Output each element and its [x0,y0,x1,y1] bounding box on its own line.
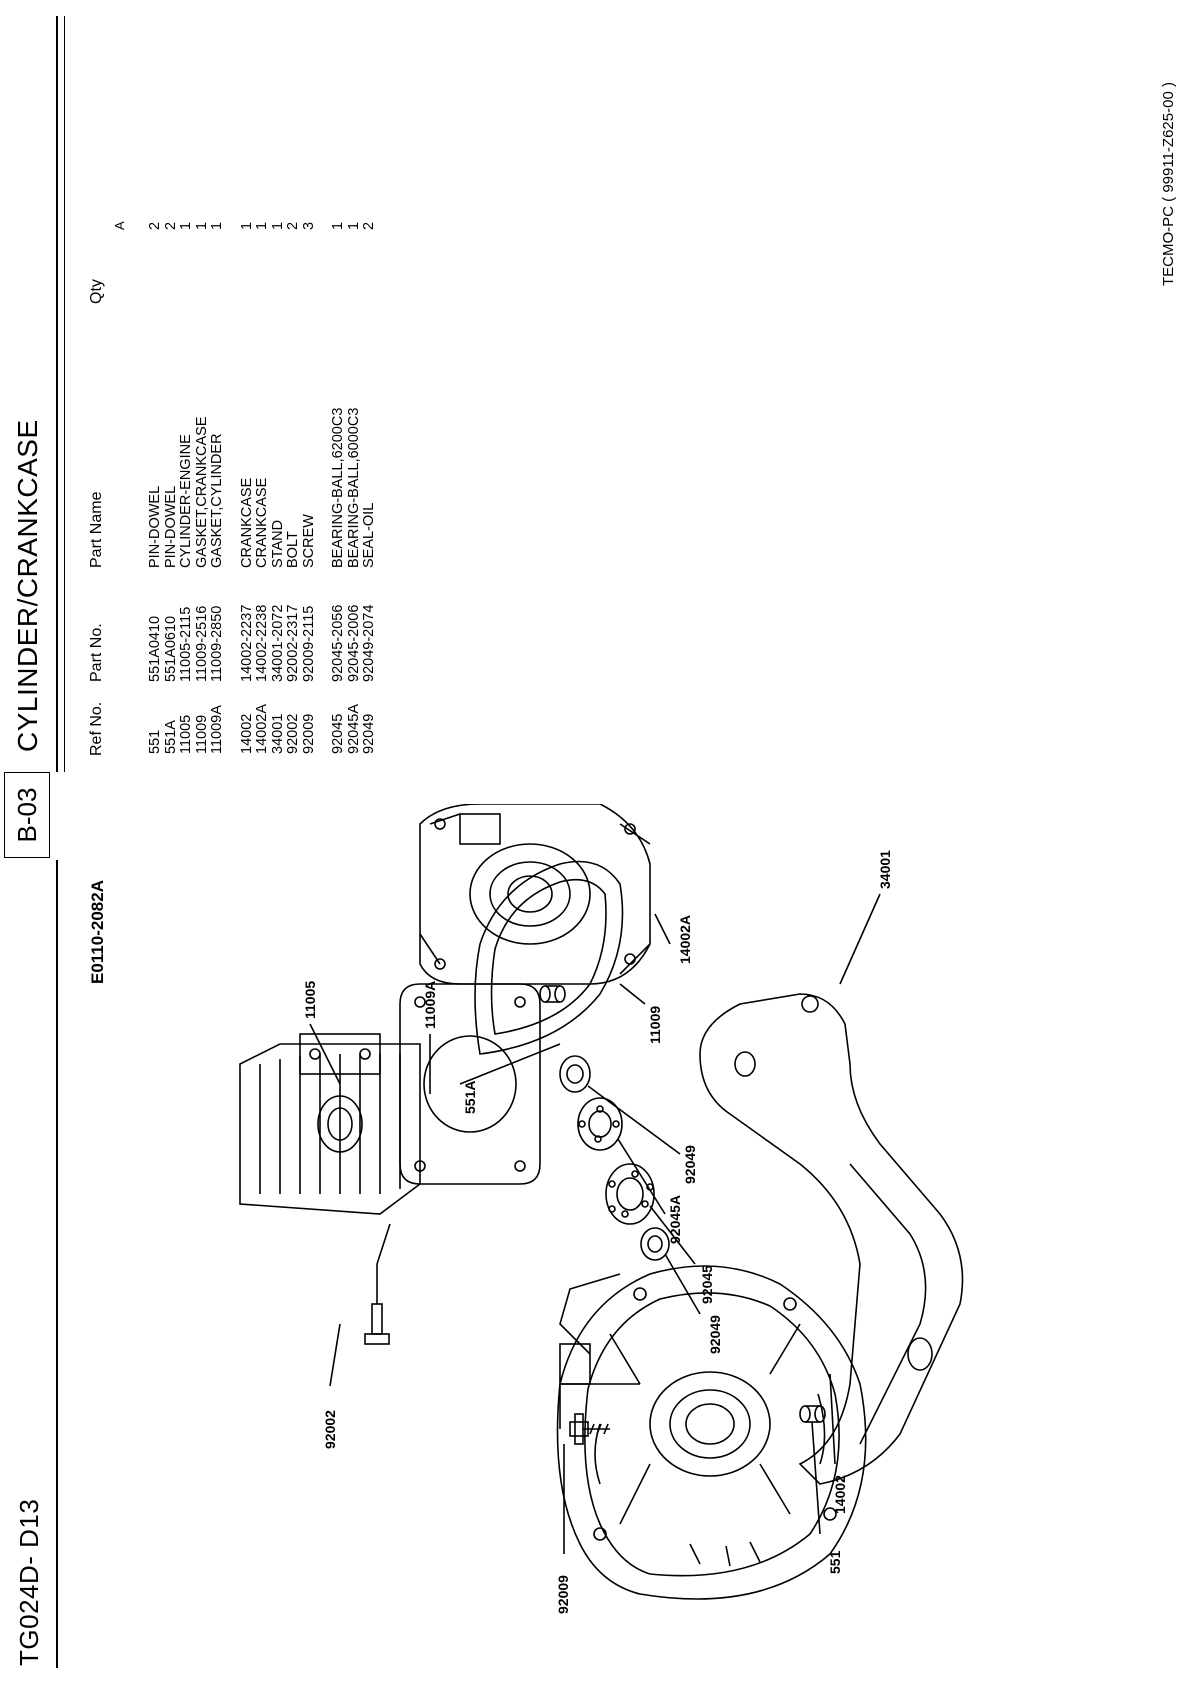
callout-14002A: 14002A [677,915,693,964]
gasket-11009A-drawing [399,983,541,1185]
qty-cell: 1 [345,221,362,230]
callout-11009: 11009 [647,1006,663,1044]
ref-cell: 34001 [269,713,286,754]
callout-92009: 92009 [555,1575,571,1614]
part-name-cell: CRANKCASE [238,477,255,568]
ref-cell: 14002 [238,713,255,754]
bearing-92045A-drawing [577,1097,623,1151]
ref-cell: 92002 [285,713,301,754]
part-name-cell: BEARING-BALL,6200C3 [330,407,346,568]
part-name-cell: PIN-DOWEL [147,485,163,568]
dowel-551A-drawing [539,985,566,1003]
qty-cell: 1 [209,221,225,230]
part-no-column: 551A0410 551A0610 11005-2115 11009-2516 … [147,604,378,682]
callout-11005: 11005 [302,981,318,1019]
catalog-code: TECMO-PC ( 99911-Z625-00 ) [1160,82,1177,286]
col-qty-a: A [112,221,127,230]
callout-92045: 92045 [699,1265,715,1304]
part-name-cell: PIN-DOWEL [162,485,179,568]
ref-cell: 92045 [330,713,346,754]
section-title: CYLINDER/CRANKCASE [12,419,43,752]
crankcase-14002A-drawing [419,804,651,985]
col-part-name: Part Name [88,491,105,568]
qty-cell: 3 [300,221,317,230]
callout-14002: 14002 [832,1475,848,1514]
part-name-cell: GASKET,CYLINDER [209,433,225,568]
ref-cell: 14002A [254,704,270,754]
stand-34001-drawing [699,993,964,1485]
col-part-no: Part No. [88,623,105,682]
crankcase-14002-drawing [556,1265,867,1600]
ref-cell: 11009 [193,714,210,754]
part-no-cell: 551A0610 [162,615,179,682]
callout-leaders [309,893,881,1554]
cylinder-11005-drawing [239,1033,421,1215]
callout-34001: 34001 [877,850,893,889]
part-no-cell: 11009-2850 [209,605,225,682]
qty-cell: 1 [238,221,255,230]
part-name-cell: SCREW [300,514,317,568]
exploded-view-diagram: 92009 551 14002 92002 92049 92045 92045A… [239,804,964,1614]
col-ref-no: Ref No. [88,701,105,756]
part-no-cell: 92002-2317 [285,604,301,682]
ref-cell: 92049 [361,713,377,754]
header-rule-right [56,16,58,772]
part-name-cell: CRANKCASE [254,477,270,568]
part-name-cell: BEARING-BALL,6000C3 [345,407,362,568]
bearing-92045-drawing [605,1163,655,1225]
part-no-cell: 14002-2238 [254,604,270,682]
part-no-cell: 551A0410 [147,615,163,682]
qty-cell: 2 [147,221,163,230]
ref-cell: 11005 [178,714,194,754]
part-no-cell: 92009-2115 [300,605,317,682]
header-rule-right-thin [64,16,65,772]
part-name-cell: BOLT [285,531,301,568]
qty-cell: 2 [285,221,301,230]
part-name-column: PIN-DOWEL PIN-DOWEL CYLINDER-ENGINE GASK… [147,407,378,569]
ref-cell: 92045A [345,704,362,754]
callout-551: 551 [827,1550,843,1574]
callout-92049-upper: 92049 [682,1145,698,1184]
qty-cell: 1 [269,221,286,230]
col-qty: Qty [88,279,105,304]
callout-92049-lower: 92049 [707,1315,723,1354]
gasket-11009-drawing [474,860,624,1055]
part-no-cell: 92045-2006 [345,604,362,682]
seal-92049-upper-drawing [559,1055,591,1093]
qty-cell: 1 [254,221,270,230]
part-no-cell: 92049-2074 [361,604,377,682]
part-no-cell: 14002-2237 [238,604,255,682]
qty-cell: 2 [162,221,179,230]
qty-column: 2 2 1 1 1 1 1 1 2 3 1 1 2 [147,221,378,230]
qty-cell: 2 [361,221,377,230]
ref-no-column: 551 551A 11005 11009 11009A 14002 14002A… [147,704,378,754]
seal-92049-lower-drawing [640,1227,670,1261]
qty-cell: 1 [193,221,210,230]
ref-cell: 92009 [300,713,317,754]
part-no-cell: 11005-2115 [178,606,194,682]
part-name-cell: SEAL-OIL [361,502,377,568]
part-no-cell: 11009-2516 [193,605,210,682]
ref-cell: 551 [147,729,163,754]
part-name-cell: CYLINDER-ENGINE [178,434,194,568]
part-no-cell: 92045-2056 [330,604,346,682]
qty-cell: 1 [178,221,194,230]
part-name-cell: GASKET,CRANKCASE [193,416,210,569]
qty-cell: 1 [330,221,346,230]
callout-92045A: 92045A [667,1195,683,1244]
part-name-cell: STAND [269,519,286,568]
callout-92002: 92002 [322,1410,338,1449]
screw-92009-drawing [559,1383,640,1445]
ref-cell: 11009A [209,705,225,754]
bolt-92002-drawing [364,1223,391,1345]
ref-cell: 551A [162,720,179,754]
callout-551A: 551A [462,1081,478,1114]
part-no-cell: 34001-2072 [269,604,286,682]
callout-11009A: 11009A [422,981,438,1029]
